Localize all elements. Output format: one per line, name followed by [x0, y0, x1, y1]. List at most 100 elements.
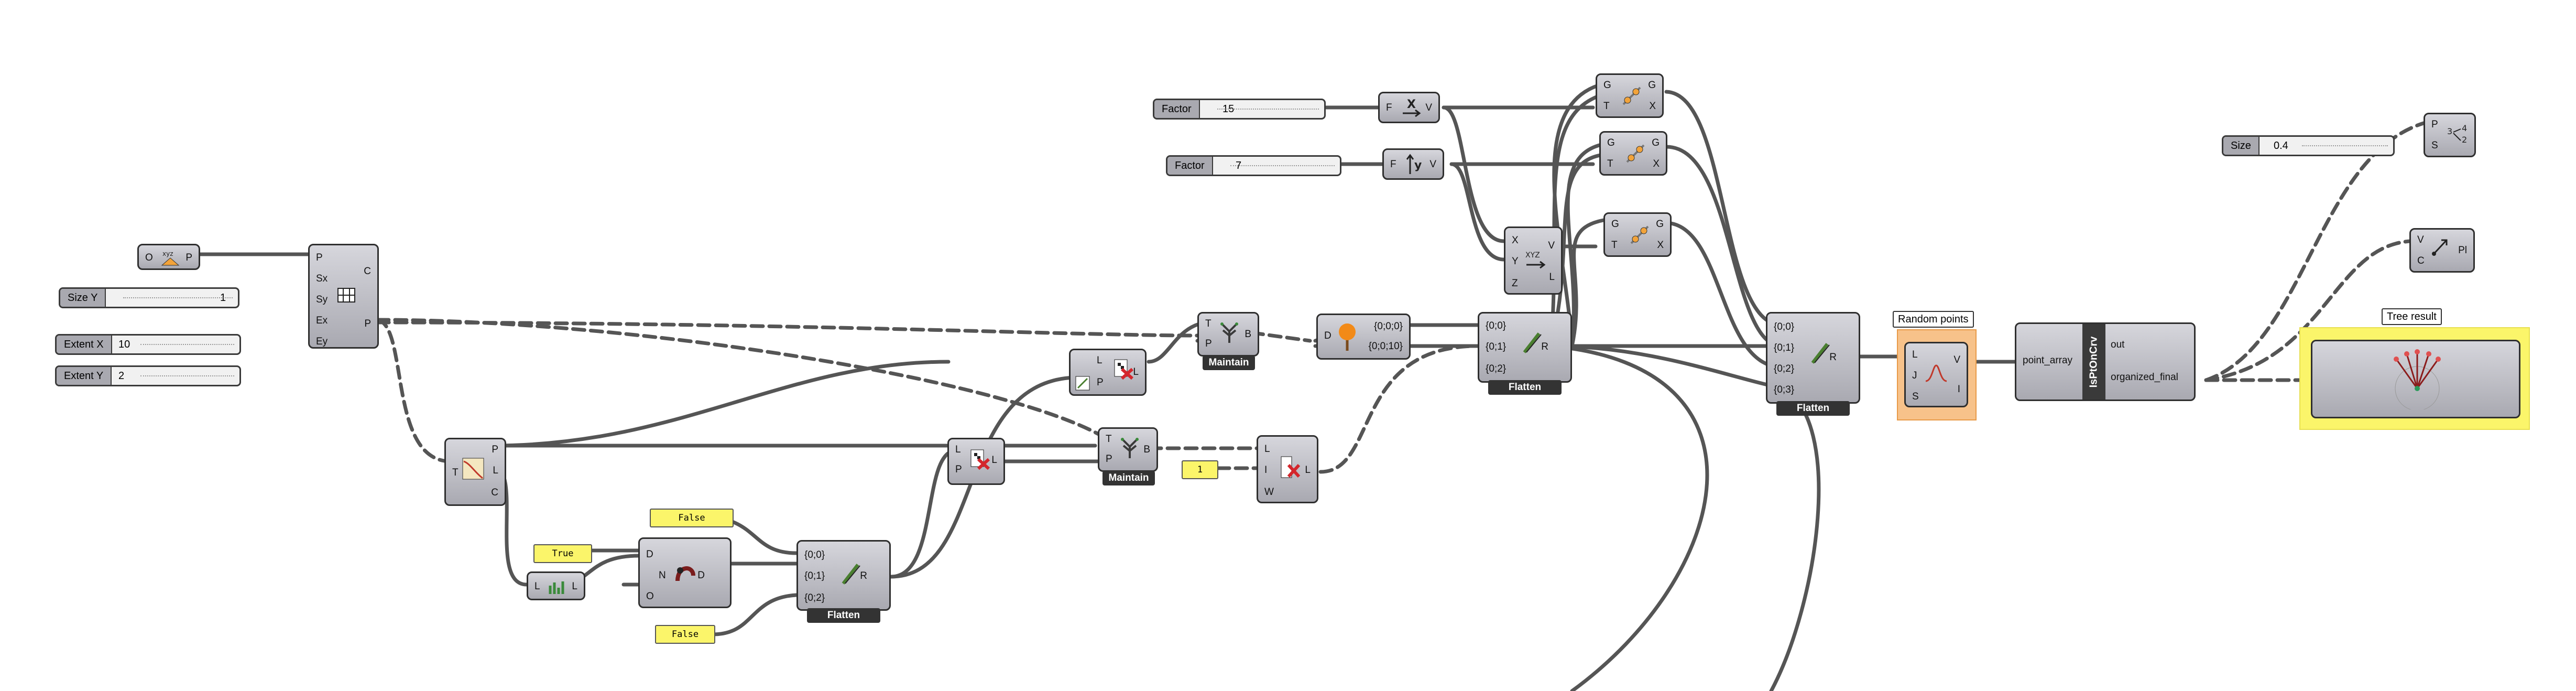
port-point-array[interactable]: point_array — [2023, 355, 2073, 366]
port-l-out[interactable]: L — [991, 455, 997, 466]
port-s[interactable]: S — [2431, 140, 2438, 151]
port-sy[interactable]: Sy — [316, 294, 328, 305]
port-i[interactable]: I — [1264, 465, 1268, 476]
port-v[interactable]: V — [1953, 354, 1960, 365]
port-l[interactable]: L — [534, 581, 540, 592]
port-c[interactable]: C — [2417, 255, 2425, 266]
extent-y-slider[interactable]: Extent Y 2 — [55, 365, 241, 386]
port-l[interactable]: L — [1549, 272, 1555, 283]
tree-preview-component[interactable] — [2311, 340, 2520, 418]
port-pt-2[interactable]: {0;2} — [804, 592, 825, 603]
port-c[interactable]: C — [364, 266, 371, 277]
list-length-component[interactable]: L L — [527, 571, 585, 600]
port-pt-0[interactable]: {0;0} — [1774, 321, 1795, 332]
slider-track[interactable] — [1217, 109, 1319, 112]
port-p[interactable]: P — [2431, 119, 2438, 130]
port-r[interactable]: R — [860, 570, 867, 581]
port-n[interactable]: N — [659, 570, 666, 581]
port-x[interactable]: X — [1653, 158, 1660, 169]
port-g-out[interactable]: G — [1652, 137, 1660, 148]
merge-component-mid[interactable]: {0;0} {0;1} {0;2} R — [1478, 312, 1572, 383]
port-pt-000[interactable]: {0;0;0} — [1374, 321, 1403, 332]
port-f[interactable]: F — [1390, 159, 1396, 170]
port-pt-2[interactable]: {0;2} — [1774, 363, 1795, 374]
port-t[interactable]: T — [1611, 240, 1618, 251]
port-t[interactable]: T — [1607, 158, 1613, 169]
factor-slider-1[interactable]: Factor 15 — [1153, 99, 1326, 120]
merge-component-right[interactable]: {0;0} {0;1} {0;2} {0;3} R — [1766, 312, 1860, 404]
port-p[interactable]: P — [955, 464, 962, 475]
cull-component-top[interactable]: L P L — [1069, 349, 1147, 396]
port-pt-0[interactable]: {0;0} — [1486, 320, 1507, 331]
port-l[interactable]: L — [1264, 444, 1270, 455]
curve-component[interactable]: T P L C — [444, 438, 506, 506]
cull-component-mid[interactable]: L P L — [947, 438, 1005, 485]
vector-xyz-component[interactable]: X Y Z V L XYZ — [1504, 226, 1563, 295]
boolean-panel-true[interactable]: True — [533, 544, 592, 563]
boolean-panel-false-1[interactable]: False — [650, 509, 734, 527]
port-pt-1[interactable]: {0;1} — [1774, 342, 1795, 353]
port-p[interactable]: P — [185, 252, 192, 263]
size-y-slider[interactable]: Size Y 1 — [59, 287, 239, 308]
port-o[interactable]: O — [145, 252, 153, 263]
port-v[interactable]: V — [1425, 102, 1432, 113]
port-d[interactable]: D — [1324, 330, 1331, 341]
port-l[interactable]: L — [493, 465, 498, 476]
port-pt-0[interactable]: {0;0} — [804, 549, 825, 560]
tree-result-group[interactable] — [2299, 327, 2530, 430]
port-ex[interactable]: Ex — [316, 315, 328, 326]
slider-track[interactable] — [2302, 145, 2388, 148]
move-component-3[interactable]: G T G X — [1603, 212, 1672, 257]
port-g-out[interactable]: G — [1656, 219, 1664, 230]
port-r[interactable]: R — [1829, 352, 1837, 363]
port-t[interactable]: T — [1603, 101, 1610, 112]
port-d-out[interactable]: D — [697, 570, 705, 581]
port-l-out[interactable]: L — [1305, 465, 1311, 476]
plane-component[interactable]: V C Pl — [2409, 228, 2475, 273]
port-i[interactable]: I — [1957, 384, 1960, 395]
port-pt-2[interactable]: {0;2} — [1486, 363, 1507, 374]
port-pt-3[interactable]: {0;3} — [1774, 384, 1795, 395]
move-component-2[interactable]: G T G X — [1599, 131, 1667, 176]
script-component[interactable]: point_array out organized_final IsPtOnCr… — [2015, 322, 2196, 401]
slider-track[interactable] — [1230, 165, 1335, 168]
port-organized-final[interactable]: organized_final — [2111, 372, 2178, 383]
random-points-component[interactable]: L J S V I — [1904, 342, 1968, 407]
slider-track[interactable] — [140, 375, 234, 379]
port-b[interactable]: B — [1245, 329, 1251, 340]
port-b[interactable]: B — [1143, 444, 1150, 455]
port-l-out[interactable]: L — [1133, 366, 1139, 377]
port-p[interactable]: P — [1106, 454, 1112, 465]
port-sx[interactable]: Sx — [316, 273, 328, 284]
random-points-group[interactable]: L J S V I — [1897, 329, 1977, 420]
port-x[interactable]: X — [1649, 101, 1656, 112]
port-c[interactable]: C — [491, 487, 498, 498]
port-v[interactable]: V — [2417, 234, 2424, 245]
port-o[interactable]: O — [646, 591, 654, 602]
port-l[interactable]: L — [955, 444, 961, 455]
extent-x-slider[interactable]: Extent X 10 — [55, 334, 241, 355]
port-d[interactable]: D — [646, 549, 653, 560]
construct-point-component[interactable]: O P xyz — [137, 244, 200, 270]
factor-slider-2[interactable]: Factor 7 — [1166, 155, 1341, 176]
port-g[interactable]: G — [1603, 80, 1611, 91]
port-g[interactable]: G — [1607, 137, 1615, 148]
port-f[interactable]: F — [1386, 102, 1392, 113]
slider-track[interactable] — [140, 344, 234, 347]
port-ey[interactable]: Ey — [316, 336, 328, 347]
series-component[interactable]: D N O D — [638, 537, 732, 608]
rectangle-component[interactable]: P Sx Sy Ex Ey C P — [308, 244, 379, 349]
tree-branch-component[interactable]: D {0;0;0} {0;0;10} — [1316, 314, 1411, 360]
port-t[interactable]: T — [452, 467, 459, 478]
slider-track[interactable] — [123, 297, 233, 300]
port-l[interactable]: L — [1097, 355, 1103, 366]
port-l-out[interactable]: L — [572, 581, 577, 592]
port-out[interactable]: out — [2111, 339, 2125, 350]
unit-y-component[interactable]: F V y — [1382, 148, 1444, 180]
port-g-out[interactable]: G — [1648, 80, 1656, 91]
move-component-1[interactable]: G T G X — [1596, 73, 1664, 118]
port-t[interactable]: T — [1205, 318, 1211, 329]
port-j[interactable]: J — [1912, 370, 1917, 381]
tree-component-top[interactable]: T P B — [1197, 312, 1259, 357]
